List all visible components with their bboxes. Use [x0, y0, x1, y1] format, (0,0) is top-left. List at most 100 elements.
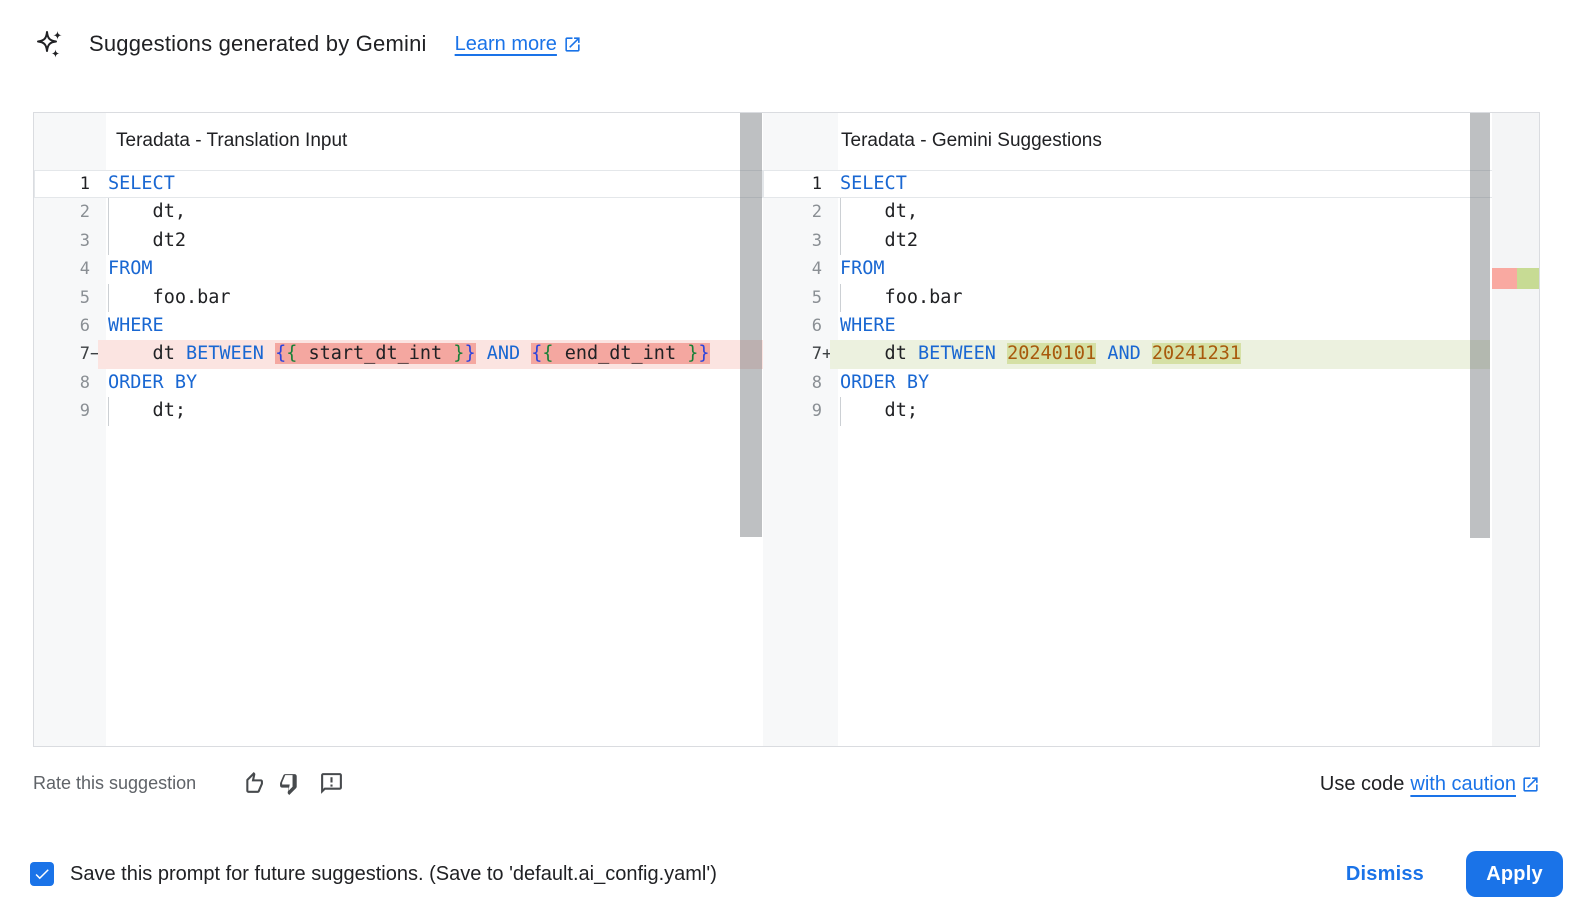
code-line: 4 FROM: [34, 255, 763, 283]
code-line: 6 WHERE: [34, 312, 763, 340]
apply-button[interactable]: Apply: [1466, 851, 1563, 897]
line-number-gutter: [763, 113, 838, 746]
code-text: SELECT: [840, 173, 907, 194]
ruler-added-mark: [1517, 268, 1539, 289]
code-text: foo.bar: [108, 286, 231, 308]
diff-overview-ruler: [1492, 113, 1539, 746]
code-text: dt BETWEEN {{ start_dt_int }} AND {{ end…: [108, 343, 710, 365]
line-number: 6: [811, 315, 822, 336]
line-number: 6: [79, 315, 90, 336]
code-line: 2 dt,: [34, 198, 763, 227]
indent-guide: [108, 397, 109, 426]
code-text: dt BETWEEN 20240101 AND 20241231: [840, 343, 1241, 365]
left-scrollbar-thumb[interactable]: [740, 113, 762, 537]
right-scrollbar-thumb[interactable]: [1470, 113, 1490, 538]
indent-guide: [840, 198, 841, 227]
indent-guide: [108, 198, 109, 227]
code-text: dt2: [840, 229, 918, 251]
checkmark-icon: [35, 869, 49, 880]
line-number: 2: [79, 202, 90, 223]
code-line: 9 dt;: [763, 397, 1539, 426]
dialog-footer: Save this prompt for future suggestions.…: [30, 848, 1563, 900]
open-in-new-icon: [1523, 777, 1538, 792]
line-number: 3: [79, 230, 90, 251]
line-number: 9: [811, 401, 822, 422]
code-text: FROM: [108, 258, 153, 280]
page-title: Suggestions generated by Gemini: [89, 31, 427, 56]
code-text: WHERE: [108, 314, 164, 336]
code-line: 1 SELECT: [763, 170, 1539, 199]
indent-guide: [108, 283, 109, 312]
code-line: 3 dt2: [34, 226, 763, 256]
line-number: 1: [79, 174, 90, 194]
rate-label: Rate this suggestion: [33, 772, 197, 793]
code-line: 3 dt2: [763, 226, 1539, 256]
feedback-button[interactable]: [318, 770, 344, 796]
dismiss-button[interactable]: Dismiss: [1340, 862, 1430, 887]
code-text: foo.bar: [840, 286, 963, 308]
code-line: 4 FROM: [763, 255, 1539, 283]
line-number: 3: [811, 230, 822, 251]
code-line: 6 WHERE: [763, 312, 1539, 340]
rate-suggestion-row: Rate this suggestion: [33, 770, 358, 796]
feedback-icon: [320, 772, 342, 794]
line-number: 8: [79, 372, 90, 393]
gemini-suggestions-pane: Teradata - Gemini Suggestions 1 SELECT 2 d…: [763, 113, 1539, 746]
code-text: FROM: [840, 258, 885, 280]
use-code-prefix: Use code: [1319, 773, 1405, 795]
indent-guide: [840, 397, 841, 426]
code-text: WHERE: [840, 314, 896, 336]
learn-more-link[interactable]: Learn more: [455, 33, 582, 56]
code-text: ORDER BY: [108, 371, 198, 393]
right-pane-title: Teradata - Gemini Suggestions: [841, 130, 1102, 151]
line-number: 8: [811, 372, 822, 393]
thumb-up-button[interactable]: [238, 770, 264, 796]
indent-guide: [840, 226, 841, 256]
indent-guide: [840, 283, 841, 312]
use-code-caution: Use code with caution: [1320, 773, 1540, 796]
indent-guide: [108, 226, 109, 256]
code-text: dt,: [840, 201, 918, 223]
line-number: 7−: [79, 344, 101, 365]
line-number: 1: [811, 174, 822, 194]
save-prompt-label: Save this prompt for future suggestions.…: [70, 862, 717, 885]
code-text: dt2: [108, 229, 186, 251]
code-text: dt;: [108, 400, 186, 422]
code-text: ORDER BY: [840, 371, 930, 393]
suggestions-header: Suggestions generated by Gemini Learn mo…: [33, 28, 582, 60]
line-number: 9: [79, 401, 90, 422]
with-caution-label: with caution: [1410, 773, 1516, 795]
thumb-up-icon: [245, 771, 263, 793]
learn-more-label: Learn more: [454, 32, 557, 55]
code-text: dt;: [840, 400, 918, 422]
code-line: 8 ORDER BY: [763, 369, 1539, 397]
code-line: 5 foo.bar: [34, 283, 763, 312]
code-text: SELECT: [108, 173, 175, 194]
code-text: dt,: [108, 201, 186, 223]
with-caution-link[interactable]: with caution: [1410, 773, 1540, 796]
open-in-new-icon: [565, 36, 580, 52]
line-number: 4: [79, 259, 90, 280]
code-line: 8 ORDER BY: [34, 369, 763, 397]
gemini-sparkle-icon: [37, 31, 62, 58]
left-pane-title: Teradata - Translation Input: [116, 130, 348, 151]
code-line: 2 dt,: [763, 198, 1539, 227]
thumb-down-button[interactable]: [278, 770, 304, 796]
code-line: 1 SELECT: [34, 170, 763, 199]
diff-view: Teradata - Translation Input 1 SELECT 2 dt…: [33, 112, 1540, 747]
code-line: 7+ dt BETWEEN 20240101 AND 20241231: [763, 340, 1539, 369]
save-prompt-checkbox[interactable]: [30, 862, 54, 886]
code-line: 9 dt;: [34, 397, 763, 426]
code-line: 7− dt BETWEEN {{ start_dt_int }} AND {{ …: [34, 340, 763, 369]
line-number: 7+: [811, 344, 833, 365]
line-number-gutter: [34, 113, 106, 746]
line-number: 5: [811, 287, 822, 308]
line-number: 2: [811, 202, 822, 223]
translation-input-pane: Teradata - Translation Input 1 SELECT 2 dt…: [34, 113, 763, 746]
line-number: 5: [79, 287, 90, 308]
line-number: 4: [811, 259, 822, 280]
code-line: 5 foo.bar: [763, 283, 1539, 312]
thumb-down-icon: [279, 773, 297, 795]
